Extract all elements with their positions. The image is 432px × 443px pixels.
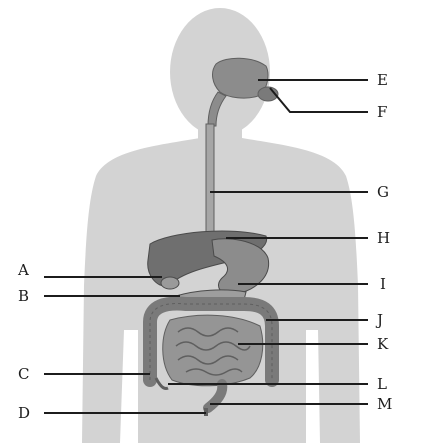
label-b: B: [18, 289, 29, 304]
label-d: D: [18, 406, 30, 421]
label-g: G: [377, 185, 389, 200]
label-h: H: [377, 231, 390, 246]
label-f: F: [377, 105, 387, 120]
label-i: I: [380, 277, 386, 292]
esophagus-organ: [206, 124, 214, 236]
label-c: C: [18, 367, 29, 382]
label-m: M: [377, 397, 392, 412]
label-a: A: [18, 263, 29, 278]
label-k: K: [377, 337, 388, 352]
label-j: J: [377, 313, 383, 328]
label-e: E: [377, 73, 388, 88]
label-l: L: [377, 377, 387, 392]
gallbladder-organ: [161, 277, 179, 289]
leader-line-f: [270, 88, 368, 112]
